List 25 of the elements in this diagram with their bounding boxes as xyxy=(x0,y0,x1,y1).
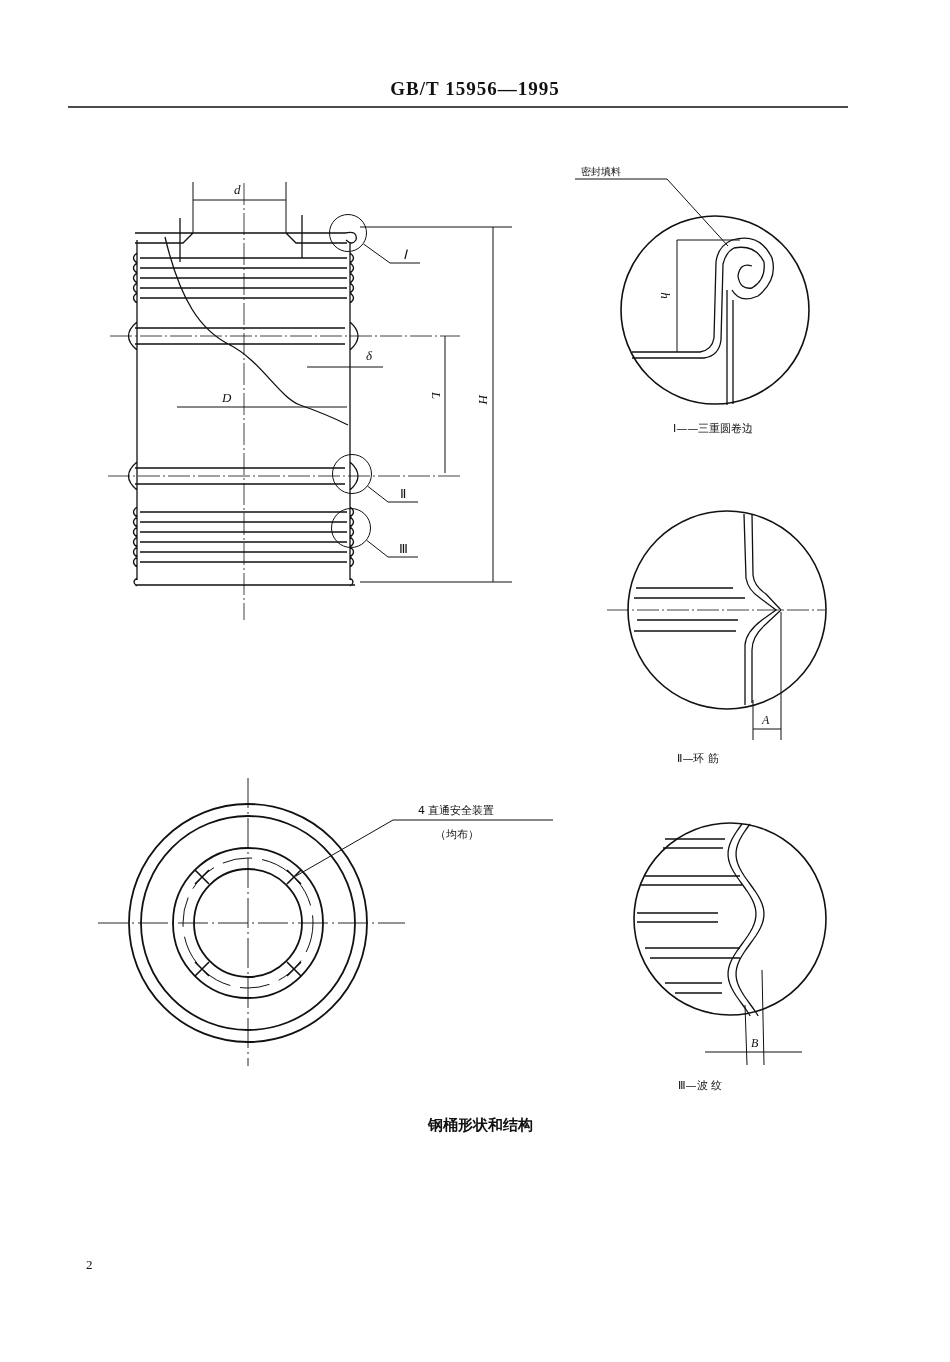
dimension-label: L xyxy=(430,391,444,400)
dimension-label: B xyxy=(751,1037,759,1049)
callout-number: Ⅰ xyxy=(390,246,420,263)
part-label: 密封填料 xyxy=(575,164,627,179)
page-number: 2 xyxy=(86,1258,93,1271)
leader-line xyxy=(366,539,419,558)
leader-line xyxy=(367,485,419,503)
dimension-label: h xyxy=(658,292,672,299)
detail-caption: Ⅲ—波 纹 xyxy=(678,1080,723,1091)
figure-caption: 钢桶形状和结构 xyxy=(426,1116,534,1135)
detail-caption: Ⅰ——三重圆卷边 xyxy=(673,423,754,434)
dimension-label: H xyxy=(477,394,491,405)
dimension-label: D xyxy=(222,391,232,404)
callout-number: Ⅲ xyxy=(388,540,418,557)
part-label: 4 直通安全装置 xyxy=(418,805,495,816)
dimension-label: δ xyxy=(366,349,373,362)
leader-line xyxy=(574,178,729,247)
dimension-label: d xyxy=(234,183,241,196)
document-header: GB/T 15956—1995 xyxy=(389,78,561,100)
leader-line xyxy=(295,819,554,877)
detail-caption: Ⅱ—环 筋 xyxy=(677,753,719,764)
dimension-label: A xyxy=(762,714,770,726)
leader-line xyxy=(363,243,421,264)
callout-number: Ⅱ xyxy=(388,485,418,502)
part-note: （均布） xyxy=(435,829,479,840)
